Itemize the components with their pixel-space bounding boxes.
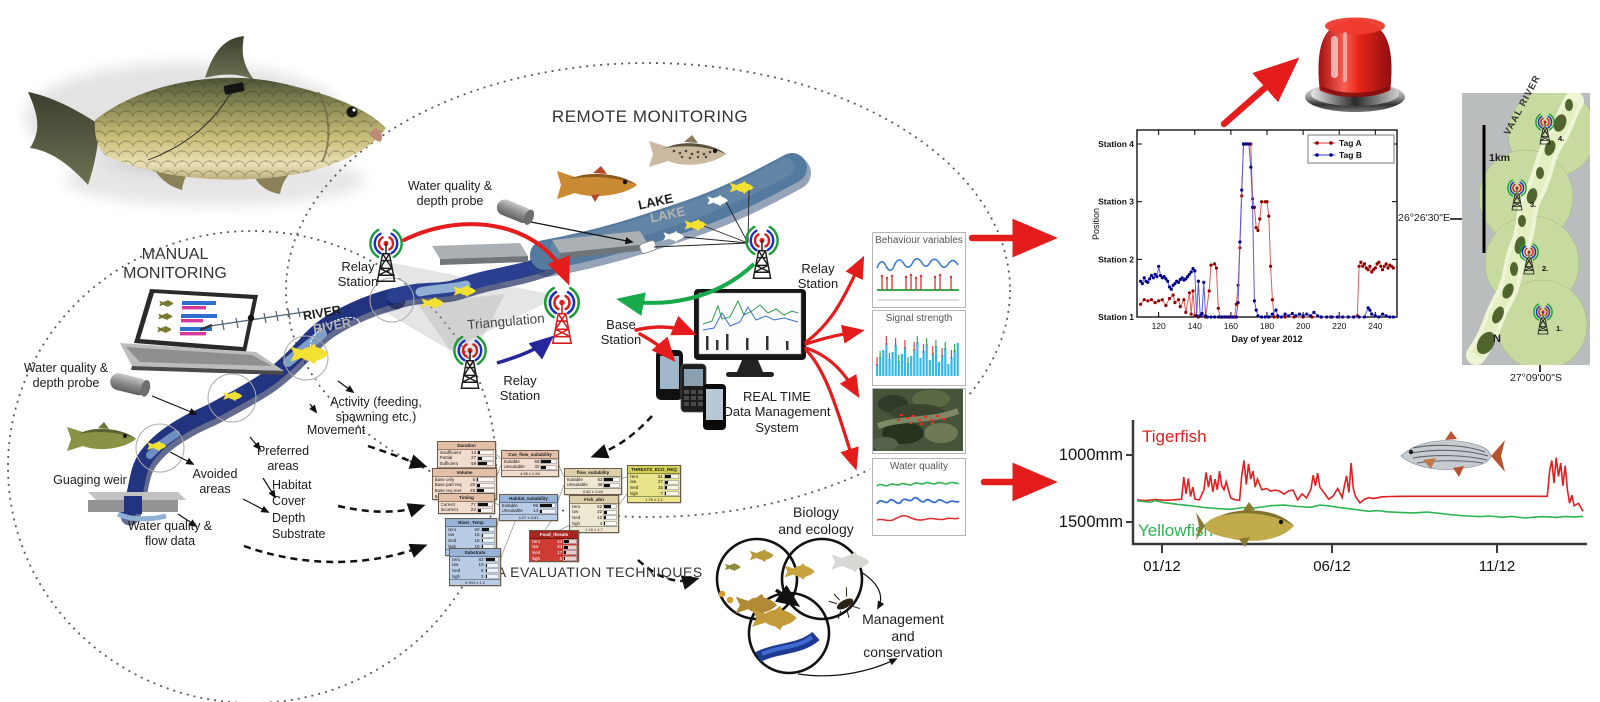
svg-text:Yellowfish: Yellowfish — [1138, 521, 1213, 540]
signal-strength-thumbnail — [876, 336, 959, 376]
relay-station-icon-right — [745, 225, 779, 280]
aerial-photo-thumbnail — [873, 389, 963, 451]
svg-text:120: 120 — [1152, 321, 1166, 331]
svg-text:220: 220 — [1332, 321, 1346, 331]
svg-text:Tigerfish: Tigerfish — [1142, 427, 1207, 446]
guaging-weir-label: Guaging weir — [53, 473, 127, 487]
panel-water-quality-label: Water quality — [890, 461, 948, 472]
svg-text:01/12: 01/12 — [1143, 558, 1181, 575]
manual-monitoring-title: MANUAL MONITORING — [123, 246, 227, 282]
svg-text:240: 240 — [1368, 321, 1382, 331]
tagged-fish-icons — [147, 181, 754, 452]
station-position-chart: 120 140 160 180 200 220 240 Station 1 Station 2 S… — [1085, 112, 1407, 354]
habitat-stack-label: Habitat Cover Depth Substrate — [272, 478, 326, 541]
vaal-river-map: 1. 2. 3. 4. — [1462, 93, 1590, 365]
svg-text:180: 180 — [1260, 321, 1274, 331]
water-flow-data-label: Water quality & flow data — [127, 519, 213, 548]
avoided-areas-label: Avoided areas — [192, 467, 238, 496]
svg-text:Station 2: Station 2 — [1098, 254, 1134, 264]
blue-arrow — [496, 335, 555, 365]
dashed-flow-arrows — [243, 415, 700, 590]
svg-text:4.: 4. — [1558, 134, 1564, 143]
biology-label: Biology and ecology — [778, 504, 854, 537]
map-scale-label: 1km — [1489, 152, 1511, 164]
spotted-fish-icon — [649, 135, 726, 167]
svg-text:160: 160 — [1224, 321, 1238, 331]
svg-text:Station 4: Station 4 — [1098, 139, 1134, 149]
svg-text:1000mm: 1000mm — [1059, 446, 1123, 464]
orange-fish-icon — [557, 166, 637, 202]
map-ticks — [1450, 218, 1541, 372]
water-probe-label-remote: Water quality & depth probe — [407, 179, 493, 208]
map-latitude-label: 27°09'00"S — [1510, 372, 1562, 384]
remote-monitoring-title: REMOTE MONITORING — [551, 107, 749, 126]
thin-black-arrows — [151, 221, 898, 677]
green-arrow — [616, 262, 756, 316]
movement-label: Movement — [306, 423, 366, 437]
svg-text:Position: Position — [1091, 208, 1101, 240]
management-label: Management and conservation — [862, 611, 944, 661]
behaviour-variables-thumbnail — [876, 257, 959, 301]
red-arrows — [402, 57, 1300, 502]
svg-text:Day of year 2012: Day of year 2012 — [1231, 334, 1302, 344]
panel-signal-label: Signal strength — [885, 313, 953, 324]
svg-text:3.: 3. — [1530, 200, 1536, 209]
preferred-areas-label: Preferred areas — [256, 444, 310, 473]
habitat-zone-circles — [135, 277, 415, 473]
tigerfish-icon — [1400, 431, 1505, 477]
realtime-system-label: REAL TIME Data Management System — [723, 389, 831, 435]
panel-behaviour-label: Behaviour variables — [875, 235, 963, 246]
tagged-fish-photo — [25, 36, 386, 206]
svg-text:Station 3: Station 3 — [1098, 197, 1134, 207]
river-illustration — [120, 254, 559, 526]
water-probe-label-manual: Water quality & depth probe — [23, 361, 109, 390]
svg-text:140: 140 — [1188, 321, 1202, 331]
monitor-icon — [694, 289, 806, 377]
panel-water-quality: Water quality — [872, 458, 966, 536]
svg-text:200: 200 — [1296, 321, 1310, 331]
antenna-icon — [199, 307, 305, 332]
laptop-icon — [120, 289, 284, 375]
relay-station-label-bottom: Relay Station — [499, 373, 541, 404]
svg-text:Station 1: Station 1 — [1098, 312, 1134, 322]
biology-fish-icons — [718, 549, 870, 663]
gauging-weir-icon — [88, 492, 186, 522]
panel-signal-strength: Signal strength — [872, 310, 966, 386]
green-fish-icon — [67, 422, 136, 451]
panel-behaviour-variables: Behaviour variables — [872, 232, 966, 308]
svg-text:1500mm: 1500mm — [1059, 513, 1123, 531]
svg-text:1.: 1. — [1556, 324, 1562, 333]
svg-text:11/12: 11/12 — [1479, 558, 1515, 575]
mobile-phones-icon — [656, 350, 726, 430]
pier-icon — [432, 231, 648, 265]
depth-probe-icon-remote — [496, 199, 535, 225]
map-longitude-label: 26°26'30"E — [1398, 212, 1450, 224]
base-station-label: Base Station — [600, 317, 642, 348]
svg-text:Tag B: Tag B — [1339, 150, 1362, 160]
relay-station-label-left: Relay Station — [337, 259, 379, 290]
map-north-label: N — [1493, 333, 1501, 345]
relay-station-label-right: Relay Station — [797, 261, 839, 292]
alarm-siren-icon — [1305, 17, 1405, 112]
depth-probe-icon-manual — [110, 373, 151, 397]
yellowfish-icon — [1196, 502, 1294, 547]
svg-text:Tag A: Tag A — [1339, 138, 1362, 148]
water-quality-thumbnail — [876, 481, 960, 522]
manual-monitoring-boundary — [7, 230, 497, 702]
remote-monitoring-boundary — [285, 62, 1011, 518]
panel-aerial-image — [872, 388, 966, 454]
svg-text:2.: 2. — [1542, 264, 1548, 273]
activity-label: Activity (feeding, spawning etc.) — [330, 395, 422, 424]
svg-text:06/12: 06/12 — [1313, 558, 1351, 575]
